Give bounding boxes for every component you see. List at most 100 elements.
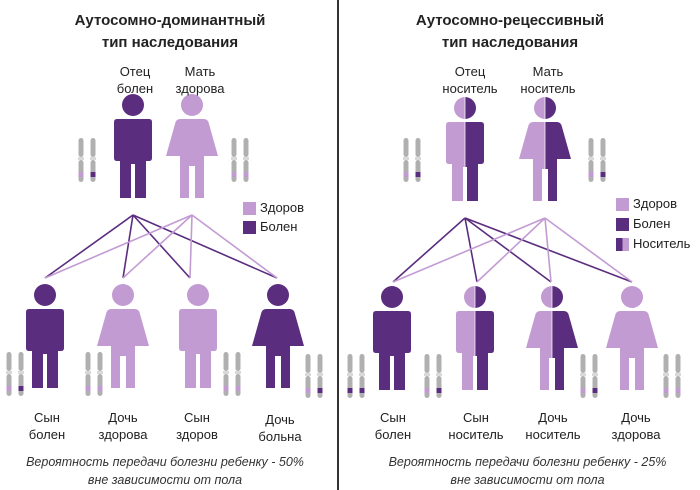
right-child-1-line2: болен — [374, 427, 412, 442]
right-legend-carrier: Носитель — [616, 236, 690, 252]
panel-divider — [337, 0, 339, 490]
left-child-4-line2: больна — [258, 429, 302, 444]
left-child-3-figure — [179, 284, 217, 388]
right-child-1-line1: Сын — [380, 410, 406, 425]
left-child-1-chromosomes-a — [6, 352, 12, 396]
right-mother-link-1 — [392, 217, 546, 283]
left-father-label-line2: болен — [116, 81, 154, 96]
left-child-2-line2: здорова — [98, 427, 148, 442]
right-mother-link-3 — [544, 217, 552, 283]
left-mother-link-3 — [189, 214, 193, 279]
left-mother-figure-body — [166, 119, 218, 198]
left-child-4-chromosomes-b — [317, 354, 323, 398]
right-child-4-label: Дочь здорова — [596, 409, 676, 443]
left-child-1-line1: Сын — [34, 410, 60, 425]
right-father-link-3 — [464, 217, 552, 283]
right-child-1-figure — [373, 286, 411, 390]
left-mother-link-2 — [122, 214, 193, 279]
left-title-line1: Аутосомно-доминантный — [74, 12, 266, 29]
right-footer-line1: Вероятность передачи болезни ребенку - 2… — [388, 455, 667, 469]
left-legend-sick-label: Болен — [260, 219, 298, 234]
left-footer-line1: Вероятность передачи болезни ребенку - 5… — [26, 455, 304, 469]
right-child-4-figure-body — [606, 311, 658, 390]
left-father-figure-body — [114, 119, 152, 198]
healthy-swatch — [616, 197, 629, 211]
left-mother-link-1 — [44, 214, 193, 279]
left-mother-figure-head — [181, 94, 203, 116]
right-child-2-line2: носитель — [448, 427, 504, 442]
right-child-1-chromosomes-a — [347, 354, 353, 398]
left-father-figure — [114, 94, 152, 198]
right-mother-chromosomes-a — [588, 138, 594, 182]
left-child-3-chromosomes-a — [223, 352, 229, 396]
right-child-2-chromosomes-a — [424, 354, 430, 398]
right-legend-sick-label: Болен — [633, 216, 671, 231]
left-father-link-4 — [132, 214, 278, 279]
right-child-3-label: Дочь носитель — [513, 409, 593, 443]
right-child-1-figure-head — [381, 286, 403, 308]
left-child-1-figure-head — [34, 284, 56, 306]
left-child-4-chromosomes-a — [305, 354, 311, 398]
left-father-chromosomes-a — [78, 138, 84, 182]
left-legend-healthy: Здоров — [243, 200, 304, 216]
right-child-2-figure — [456, 286, 494, 390]
right-child-4-chromosomes-b — [675, 354, 681, 398]
sick-swatch — [616, 217, 629, 231]
right-child-2-label: Сын носитель — [436, 409, 516, 443]
right-father-label: Отец носитель — [430, 63, 510, 97]
left-child-1-figure-body — [26, 309, 64, 388]
left-mother-label-line2: здорова — [175, 81, 225, 96]
right-legend-healthy: Здоров — [616, 196, 677, 212]
left-child-2-figure-head — [112, 284, 134, 306]
left-father-link-2 — [122, 214, 134, 279]
sick-swatch — [243, 220, 256, 234]
right-legend-carrier-label: Носитель — [633, 236, 691, 251]
right-father-label-line2: носитель — [442, 81, 498, 96]
right-footer: Вероятность передачи болезни ребенку - 2… — [355, 453, 700, 489]
left-mother-figure — [166, 94, 218, 198]
left-child-4-line1: Дочь — [265, 412, 295, 427]
left-child-3-chromosomes-b — [235, 352, 241, 396]
right-father-link-1 — [392, 217, 466, 283]
right-child-4-figure — [606, 286, 658, 390]
right-mother-label: Мать носитель — [508, 63, 588, 97]
left-child-2-chromosomes-a — [85, 352, 91, 396]
left-child-3-line2: здоров — [176, 427, 218, 442]
left-child-2-chromosomes-b — [97, 352, 103, 396]
right-child-4-line2: здорова — [611, 427, 661, 442]
left-mother-chromosomes-b — [243, 138, 249, 182]
right-father-chromosomes-a — [403, 138, 409, 182]
left-child-2-figure-body — [97, 309, 149, 388]
left-mother-chromosomes-a — [231, 138, 237, 182]
right-father-chromosomes-b — [415, 138, 421, 182]
right-child-2-chromosomes-b — [436, 354, 442, 398]
left-mother-link-4 — [191, 214, 278, 279]
left-father-label-line1: Отец — [119, 64, 151, 79]
right-child-4-chromosomes-a — [663, 354, 669, 398]
right-father-figure — [446, 97, 484, 201]
right-mother-figure — [519, 97, 571, 201]
left-father-label: Отец болен — [100, 63, 170, 97]
left-father-link-1 — [44, 214, 134, 279]
right-child-3-chromosomes-b — [592, 354, 598, 398]
right-mother-chromosomes-b — [600, 138, 606, 182]
right-child-3-line2: носитель — [525, 427, 581, 442]
left-child-1-chromosomes-b — [18, 352, 24, 396]
left-mother-label-line1: Мать — [184, 64, 216, 79]
right-child-3-chromosomes-a — [580, 354, 586, 398]
right-child-1-chromosomes-b — [359, 354, 365, 398]
left-father-figure-head — [122, 94, 144, 116]
left-child-3-label: Сын здоров — [162, 409, 232, 443]
left-legend-sick: Болен — [243, 219, 297, 235]
left-child-3-figure-body — [179, 309, 217, 388]
left-footer: Вероятность передачи болезни ребенку - 5… — [0, 453, 330, 489]
right-mother-link-4 — [544, 217, 633, 283]
right-mother-link-2 — [476, 217, 546, 283]
healthy-swatch — [243, 201, 256, 215]
left-mother-label: Мать здорова — [160, 63, 240, 97]
right-child-4-line1: Дочь — [621, 410, 651, 425]
right-legend-healthy-label: Здоров — [633, 196, 678, 211]
left-child-2-figure — [97, 284, 149, 388]
